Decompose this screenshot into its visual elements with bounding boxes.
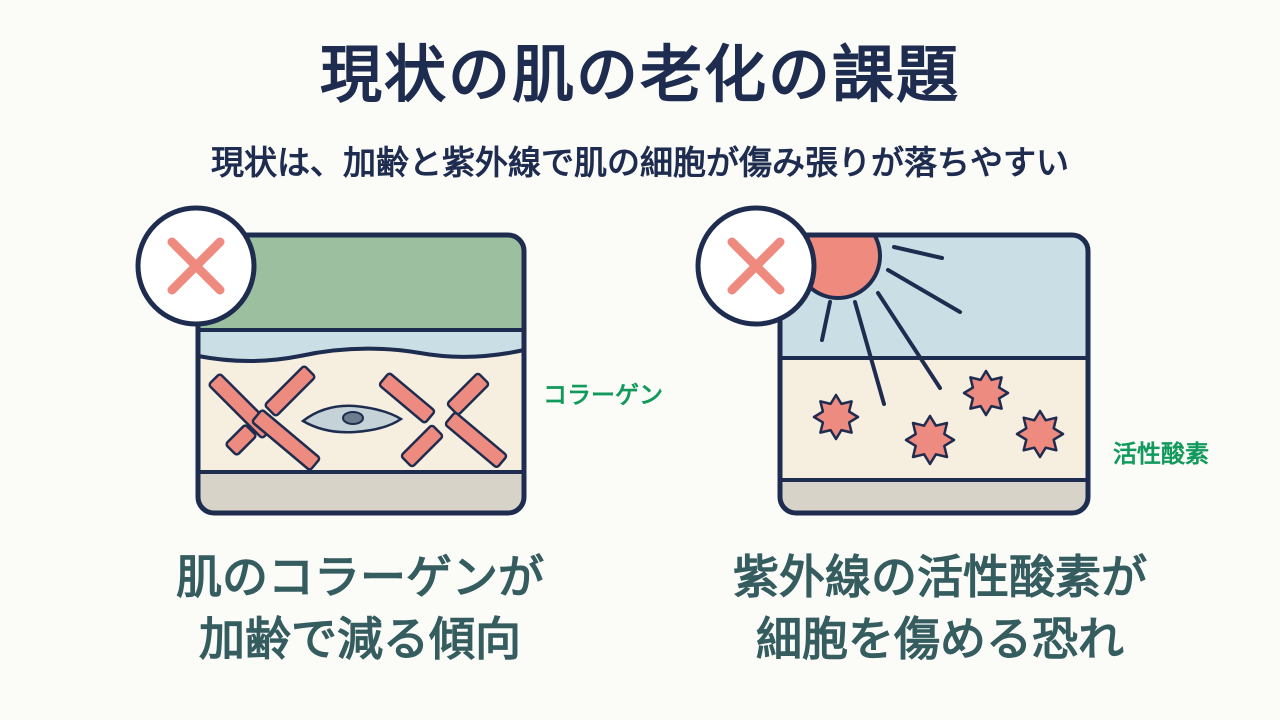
- free-radical-label: 活性酸素: [1113, 440, 1209, 468]
- collagen-fibers: [208, 365, 508, 471]
- collagen-fiber: [444, 411, 508, 469]
- x-mark-icon: [695, 205, 817, 327]
- base-layer: [198, 472, 524, 513]
- free-radical-star: [904, 414, 956, 466]
- caption-line: 加齢で減る傾向: [199, 612, 521, 666]
- collagen-fiber: [446, 372, 490, 416]
- x-mark-icon: [135, 205, 257, 327]
- free-radicals: [812, 369, 1065, 466]
- caption-line: 紫外線の活性酸素が: [733, 550, 1147, 604]
- base-layer: [780, 480, 1088, 513]
- page-subtitle: 現状は、加齢と紫外線で肌の細胞が傷み張りが落ちやすい: [211, 143, 1069, 182]
- fibroblast-cell: [300, 404, 404, 434]
- collagen-fiber: [400, 424, 444, 468]
- collagen-fiber: [264, 365, 316, 417]
- caption-uv: 紫外線の活性酸素が 細胞を傷める恐れ: [680, 546, 1200, 670]
- free-radical-star: [962, 369, 1010, 417]
- page-title: 現状の肌の老化の課題: [319, 38, 960, 111]
- uv-rays: [820, 245, 962, 406]
- blue-layer: [198, 330, 524, 361]
- caption-collagen: 肌のコラーゲンが 加齢で減る傾向: [120, 546, 600, 670]
- collagen-label: コラーゲン: [543, 381, 663, 409]
- free-radical-star: [1015, 409, 1065, 459]
- caption-line: 細胞を傷める恐れ: [756, 612, 1124, 666]
- collagen-fiber: [225, 424, 257, 456]
- free-radical-star: [812, 393, 860, 441]
- collagen-fiber: [251, 409, 321, 471]
- collagen-fiber: [378, 372, 436, 424]
- caption-line: 肌のコラーゲンが: [176, 550, 544, 604]
- skin-cross-section-uv: [777, 232, 1091, 516]
